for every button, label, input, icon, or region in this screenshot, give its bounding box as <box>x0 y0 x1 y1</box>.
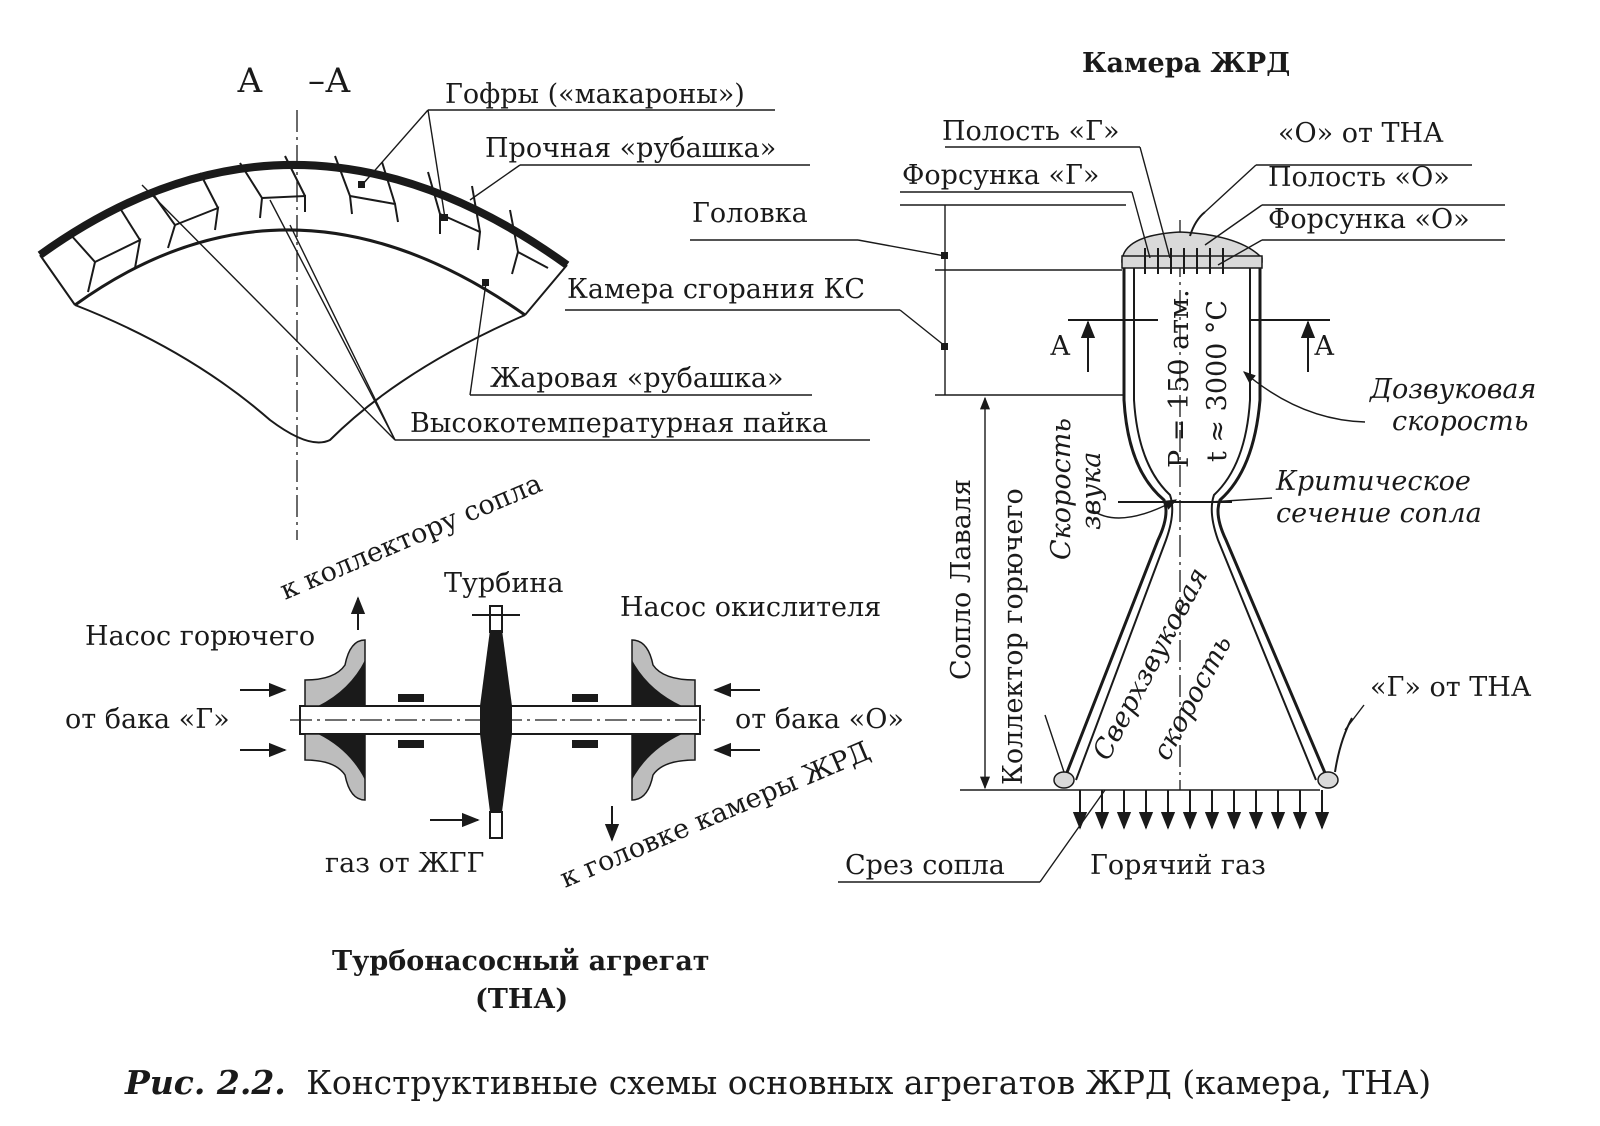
label-inner-jacket: Жаровая «рубашка» <box>490 363 784 394</box>
label-temperature: t ≈ 3000 °C <box>1202 300 1233 462</box>
label-o-from-tna: «О» от ТНА <box>1278 118 1444 149</box>
section-leaders <box>141 109 870 441</box>
chamber-view: Камера ЖРД <box>565 48 1536 883</box>
fuel-pump-impeller-lower <box>318 734 365 780</box>
turbine-blade-top <box>489 605 503 633</box>
leader-dot-2 <box>441 214 448 221</box>
turbine-blade-bottom <box>489 811 503 839</box>
leader-sonic <box>1091 499 1178 519</box>
label-throat-1: Критическое <box>1275 466 1471 497</box>
hot-gas-arrows <box>1072 790 1330 830</box>
label-subsonic-1: Дозвуковая <box>1369 374 1536 405</box>
fuel-inlet-pipe <box>1334 717 1353 773</box>
label-pressure: P = 150 атм. <box>1164 289 1195 468</box>
figure-caption: Рис. 2.2. Конструктивные схемы основных … <box>124 1063 1431 1102</box>
inner-jacket <box>74 228 526 317</box>
fuel-pump-impeller-upper <box>318 660 365 706</box>
label-fuel-pump: Насос горючего <box>85 621 315 652</box>
dim-dot-chamber <box>941 343 948 350</box>
turbopump-title-2: (ТНА) <box>475 984 568 1015</box>
turbopump-arrows <box>240 596 760 842</box>
chamber-title: Камера ЖРД <box>1082 48 1290 79</box>
injector-plate <box>1121 255 1263 269</box>
label-throat-2: сечение сопла <box>1276 498 1482 529</box>
section-markers <box>1068 319 1330 372</box>
oxidizer-inlet <box>1189 211 1206 237</box>
label-subsonic-2: скорость <box>1392 406 1528 437</box>
label-gas-from-gg: газ от ЖГГ <box>325 848 484 879</box>
label-from-tank-o: от бака «О» <box>735 704 904 735</box>
fuel-collector-ring-left <box>1053 771 1075 789</box>
bearing-3 <box>572 694 598 702</box>
label-hot-gas: Горячий газ <box>1090 850 1266 881</box>
chamber-leaders <box>565 146 1505 883</box>
label-section-left: А <box>1050 331 1071 362</box>
section-title-right: –А <box>308 61 351 101</box>
label-outer-jacket: Прочная «рубашка» <box>485 133 776 164</box>
chamber-wall-left-inner <box>1075 268 1174 781</box>
turbine-disk <box>480 630 512 812</box>
leader-dot-1 <box>358 181 365 188</box>
label-head: Головка <box>692 198 808 229</box>
fuel-collector-ring-right <box>1317 771 1339 789</box>
leader-dot-3 <box>482 279 489 286</box>
chamber-dimensions <box>900 204 1320 791</box>
label-section-right: А <box>1314 331 1335 362</box>
label-combustion-chamber: Камера сгорания КС <box>567 274 865 305</box>
leader-subsonic <box>1243 371 1366 423</box>
caption-prefix: Рис. 2.2. <box>124 1063 286 1102</box>
label-from-tank-g: от бака «Г» <box>65 704 230 735</box>
turbopump-view: к коллектору сопла Турбина Насос окислит… <box>65 468 904 1015</box>
oxidizer-pump-impeller-upper <box>632 660 682 706</box>
injectors <box>1144 248 1224 274</box>
label-sonic-2: звука <box>1076 452 1107 530</box>
label-cavity-g: Полость «Г» <box>942 116 1119 147</box>
bearing-2 <box>398 740 424 748</box>
label-brazing: Высокотемпературная пайка <box>410 408 828 439</box>
leader-throat <box>1209 497 1273 503</box>
outer-jacket <box>37 160 570 269</box>
chamber-wall-right-outer <box>1216 268 1330 781</box>
chamber-wall-left-outer <box>1062 268 1168 781</box>
label-to-chamber-head: к головке камеры ЖРД <box>556 736 875 895</box>
label-nozzle-exit: Срез сопла <box>845 850 1005 881</box>
section-view: А –А <box>37 61 870 540</box>
caption-text: Конструктивные схемы основных агрегатов … <box>306 1063 1431 1102</box>
label-injector-o: Форсунка «О» <box>1268 204 1470 235</box>
section-title-left: А <box>237 61 263 101</box>
label-laval-nozzle: Сопло Лаваля <box>946 479 977 680</box>
label-injector-g: Форсунка «Г» <box>902 160 1099 191</box>
label-turbine: Турбина <box>444 568 564 599</box>
label-fuel-collector: Коллектор горючего <box>998 488 1029 785</box>
bearing-4 <box>572 740 598 748</box>
corrugations <box>69 155 549 293</box>
chamber-wall-right-inner <box>1210 268 1317 781</box>
turbopump-title-1: Турбонасосный агрегат <box>332 946 710 977</box>
label-sonic-1: Скорость <box>1046 418 1077 560</box>
label-g-from-tna: «Г» от ТНА <box>1370 672 1532 703</box>
label-corrugations: Гофры («макароны») <box>445 79 745 110</box>
section-body-outline <box>39 254 568 444</box>
bearing-1 <box>398 694 424 702</box>
oxidizer-pump-impeller-lower <box>632 734 682 780</box>
label-oxidizer-pump: Насос окислителя <box>620 592 881 623</box>
label-cavity-o: Полость «О» <box>1268 162 1450 193</box>
